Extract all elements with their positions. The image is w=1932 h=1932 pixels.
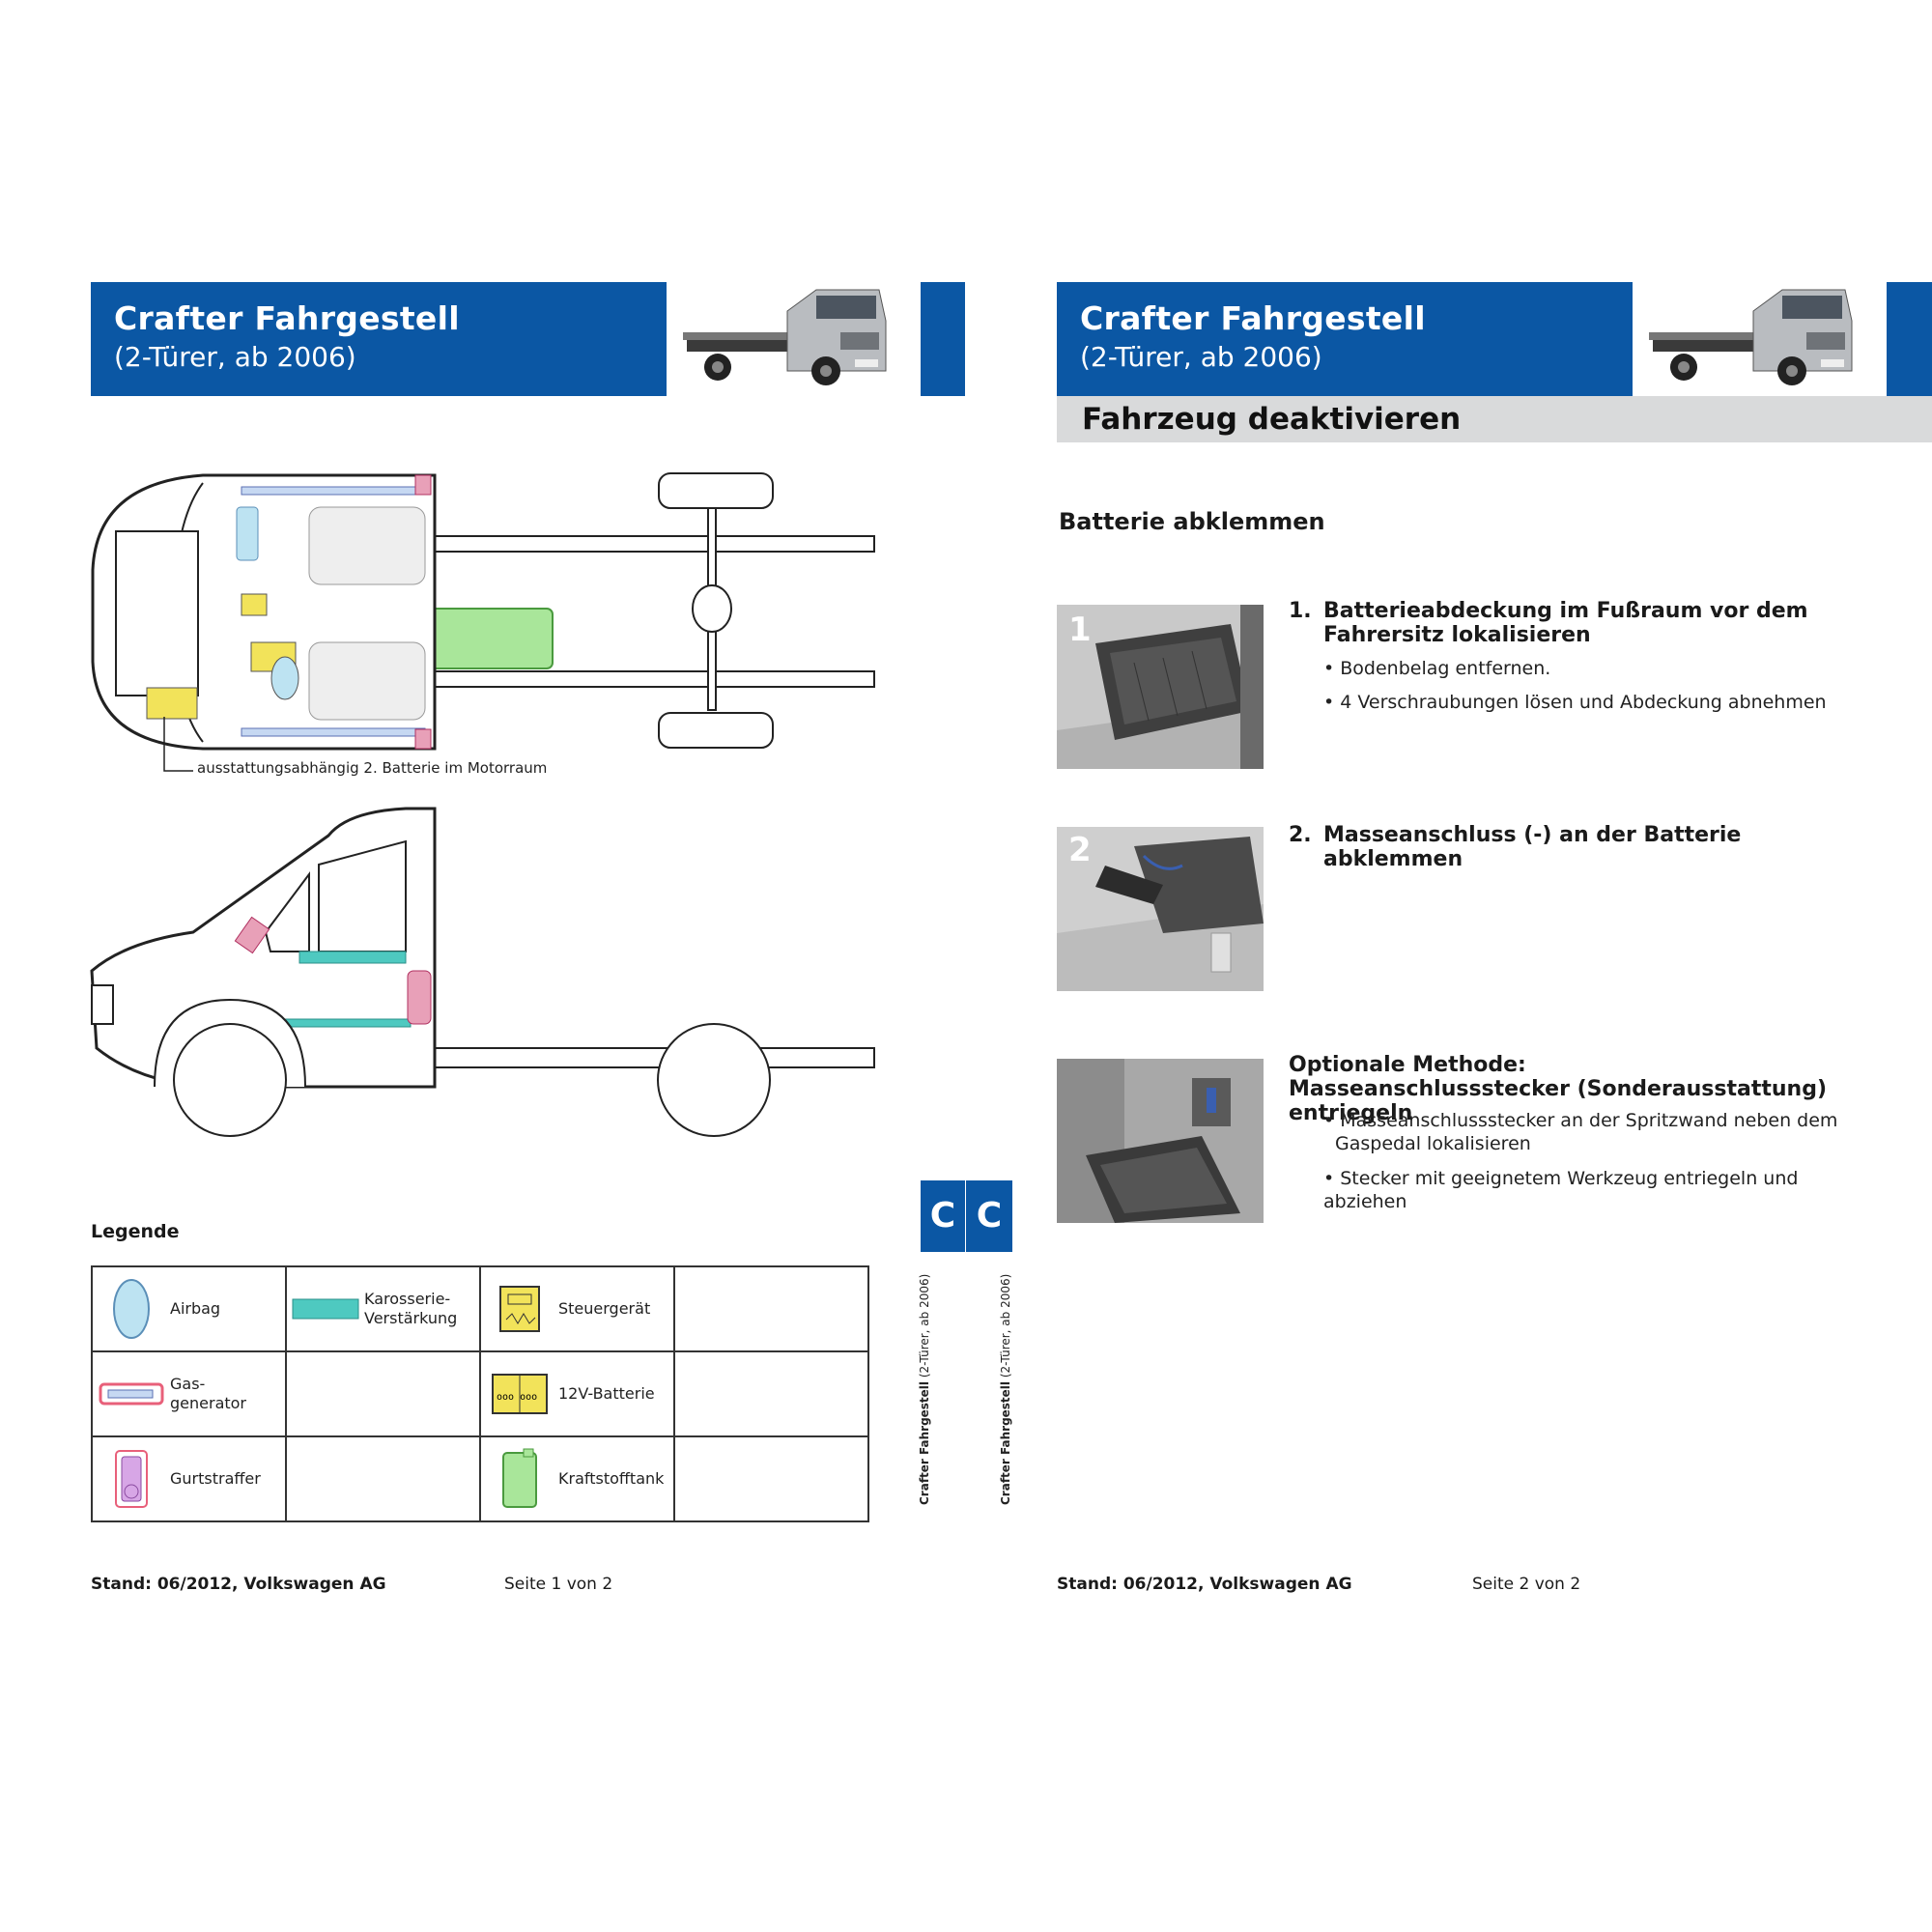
- section-title: Fahrzeug deaktivieren: [1082, 402, 1462, 437]
- tab-letter: C: [929, 1196, 956, 1236]
- legend-label: Gurtstraffer: [170, 1469, 261, 1488]
- airbag-icon: [93, 1277, 170, 1341]
- page2-vertical-label: Crafter Fahrgestell (2-Türer, ab 2006): [999, 1274, 1012, 1505]
- step1-photo: 1: [1057, 605, 1264, 769]
- legend-label: Karosserie- Verstärkung: [364, 1290, 458, 1327]
- legend-empty-cell: [673, 1435, 869, 1522]
- tab-letter: C: [976, 1196, 1003, 1236]
- gas-generator-icon: [93, 1381, 170, 1406]
- vertical-label-bold: Crafter Fahrgestell: [999, 1380, 1012, 1505]
- vehicle-side-view-diagram: [90, 807, 875, 1137]
- tab-c-left[interactable]: C: [921, 1180, 965, 1252]
- optional-method-step: Masseanschlussstecker (Sonderausstattung…: [1289, 1077, 1828, 1125]
- page1-subtitle: (2-Türer, ab 2006): [114, 341, 356, 373]
- legend-label: Steuergerät: [558, 1299, 651, 1318]
- control-unit-icon: [481, 1285, 558, 1333]
- step1-number: 1.: [1289, 599, 1312, 623]
- legend-title: Legende: [91, 1221, 180, 1242]
- step2-photo-number: 2: [1068, 831, 1092, 869]
- svg-text:ooo ooo: ooo ooo: [497, 1392, 537, 1403]
- page1-title: Crafter Fahrgestell: [114, 299, 460, 337]
- step3-bullet-1: • Masseanschlussstecker an der Spritzwan…: [1323, 1110, 1838, 1154]
- page2-footer-left: Stand: 06/2012, Volkswagen AG: [1057, 1575, 1352, 1594]
- legend-label: 12V-Batterie: [558, 1384, 655, 1403]
- fuel-tank-icon: [481, 1447, 558, 1511]
- diagram-note: ausstattungsabhängig 2. Batterie im Moto…: [197, 759, 548, 777]
- step3-bullet-2: • Stecker mit geeignetem Werkzeug entrie…: [1323, 1168, 1799, 1212]
- body-reinforcement-icon: [287, 1297, 364, 1321]
- step1-bullet-2: • 4 Verschraubungen lösen und Abdeckung …: [1323, 692, 1827, 713]
- step2-photo: 2: [1057, 827, 1264, 991]
- optional-method-label: Optionale Methode:: [1289, 1053, 1526, 1077]
- step1-bullet-1: • Bodenbelag entfernen.: [1323, 658, 1551, 679]
- step1-photo-number: 1: [1068, 611, 1092, 649]
- page2-footer-page: Seite 2 von 2: [1472, 1575, 1581, 1594]
- legend-label: Kraftstofftank: [558, 1469, 665, 1488]
- legend-label: Airbag: [170, 1299, 221, 1318]
- legend-item: Gurtstraffer: [91, 1435, 287, 1522]
- page2-subtitle: (2-Türer, ab 2006): [1080, 341, 1322, 373]
- legend-empty-cell: [285, 1435, 481, 1522]
- vehicle-thumbnail: [683, 289, 887, 385]
- step2-number: 2.: [1289, 823, 1312, 847]
- step1-title: Batterieabdeckung im Fußraum vor dem Fah…: [1323, 599, 1808, 647]
- page1-vertical-label: Crafter Fahrgestell (2-Türer, ab 2006): [918, 1274, 931, 1505]
- legend-item: Karosserie- Verstärkung: [285, 1265, 481, 1352]
- fuel-tank-marker: [420, 608, 554, 669]
- legend-empty-cell: [673, 1350, 869, 1437]
- page2-side-bar: [1887, 282, 1932, 396]
- page1-footer-page: Seite 1 von 2: [504, 1575, 613, 1594]
- vertical-label-rest: (2-Türer, ab 2006): [999, 1273, 1012, 1381]
- legend-empty-cell: [285, 1350, 481, 1437]
- vehicle-thumbnail: [1649, 289, 1853, 385]
- section-heading: Batterie abklemmen: [1059, 508, 1325, 535]
- vehicle-top-view-diagram: [91, 472, 875, 772]
- legend-item: Airbag: [91, 1265, 287, 1352]
- legend-item: Gas- generator: [91, 1350, 287, 1437]
- vertical-label-bold: Crafter Fahrgestell: [918, 1380, 931, 1505]
- page1-title-banner: Crafter Fahrgestell (2-Türer, ab 2006): [91, 282, 667, 396]
- page1-footer-left: Stand: 06/2012, Volkswagen AG: [91, 1575, 386, 1594]
- section-title-bar: Fahrzeug deaktivieren: [1057, 396, 1932, 442]
- page1-side-bar: [921, 282, 965, 396]
- page2-title-banner: Crafter Fahrgestell (2-Türer, ab 2006): [1057, 282, 1633, 396]
- optional-method-title: Optionale Methode: Masseanschlussstecker…: [1289, 1053, 1868, 1125]
- legend-item: Kraftstofftank: [479, 1435, 675, 1522]
- vertical-label-rest: (2-Türer, ab 2006): [918, 1273, 931, 1381]
- legend-item: ooo ooo 12V-Batterie: [479, 1350, 675, 1437]
- page2-title: Crafter Fahrgestell: [1080, 299, 1426, 337]
- legend-table: Airbag Karosserie- Verstärkung Steuerger…: [91, 1265, 869, 1522]
- legend-label: Gas- generator: [170, 1375, 247, 1412]
- step2-title: Masseanschluss (-) an der Batterie abkle…: [1323, 823, 1742, 871]
- step3-photo: [1057, 1059, 1264, 1223]
- legend-empty-cell: [673, 1265, 869, 1352]
- tab-c-right[interactable]: C: [966, 1180, 1012, 1252]
- belt-tensioner-icon: [93, 1449, 170, 1509]
- battery-icon: ooo ooo: [481, 1373, 558, 1415]
- legend-item: Steuergerät: [479, 1265, 675, 1352]
